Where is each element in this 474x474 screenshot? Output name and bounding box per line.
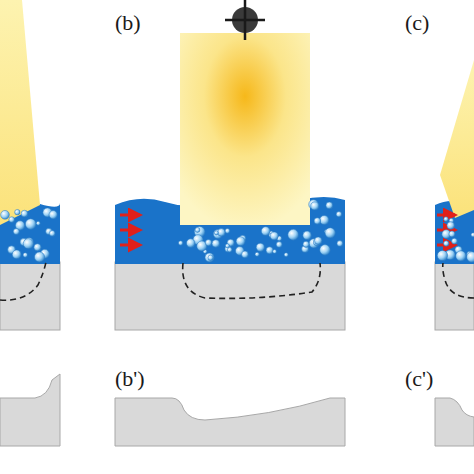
panel-a — [0, 0, 60, 330]
panel-label: (c') — [405, 368, 433, 390]
bubble — [256, 243, 264, 251]
bubble — [12, 250, 21, 259]
substrate — [115, 262, 345, 330]
bubble — [195, 228, 200, 233]
bubble — [218, 229, 226, 237]
bubble — [186, 239, 195, 248]
bubble — [447, 222, 455, 230]
bubble — [212, 240, 220, 248]
bubble — [255, 252, 259, 256]
bubble — [23, 239, 33, 249]
bubble — [25, 219, 36, 230]
crater-profile — [0, 374, 60, 446]
bubble — [336, 211, 342, 217]
bubble — [337, 241, 343, 247]
bubble — [320, 245, 331, 256]
panel-label: (b') — [115, 368, 145, 390]
bubble — [467, 252, 474, 262]
bubble — [205, 253, 214, 262]
bubble — [320, 215, 329, 224]
bubble — [9, 217, 15, 223]
bubble — [266, 247, 273, 254]
bubble — [227, 247, 232, 252]
bubble — [236, 237, 245, 246]
bubble — [270, 232, 278, 240]
bubble — [311, 202, 319, 210]
bubble — [261, 227, 270, 236]
bubble — [23, 253, 28, 258]
bubble — [325, 228, 335, 238]
bubble — [303, 241, 309, 247]
dashed-zone — [0, 262, 46, 300]
bubble — [471, 233, 474, 237]
bubble — [452, 238, 458, 244]
bubble — [303, 231, 312, 240]
bubble — [444, 217, 449, 222]
bubble — [15, 209, 20, 214]
bubble — [178, 241, 183, 246]
panel-b — [115, 0, 345, 330]
panel-label: (c) — [405, 12, 429, 34]
crater-profile — [435, 398, 474, 446]
bubble — [276, 242, 282, 248]
bubble — [444, 241, 449, 246]
bubble — [34, 244, 41, 251]
bubble — [21, 210, 28, 217]
bubble — [49, 230, 55, 236]
bubble — [288, 229, 299, 240]
crosshair-symbol — [225, 0, 265, 40]
bubble — [225, 229, 230, 234]
bubble — [36, 221, 40, 225]
bubble — [225, 244, 229, 248]
bubble — [13, 229, 19, 235]
bubble — [314, 218, 321, 225]
panel-c — [435, 60, 474, 330]
panel-label: (b) — [115, 12, 141, 34]
bubble — [326, 202, 333, 209]
substrate — [0, 262, 60, 330]
bubble — [449, 231, 455, 237]
bubble — [208, 255, 213, 260]
bubble — [314, 237, 322, 245]
bubble — [1, 210, 10, 219]
laser-beam — [180, 33, 310, 225]
laser-beam — [440, 60, 474, 218]
crater-profile — [115, 398, 345, 446]
bubble — [49, 211, 57, 219]
bubble — [437, 250, 447, 260]
bubble — [284, 253, 288, 257]
dashed-zone — [443, 263, 474, 298]
bubble — [309, 200, 319, 210]
bubble — [205, 239, 211, 245]
bubble — [214, 231, 218, 235]
bubbles — [1, 200, 474, 263]
bubble — [456, 251, 466, 261]
substrate — [435, 262, 474, 330]
dashed-zone — [183, 263, 321, 298]
flow-arrows — [120, 215, 140, 245]
bubble — [242, 251, 249, 258]
laser-beam — [0, 0, 40, 225]
bubble — [273, 250, 277, 254]
bubble — [34, 252, 44, 262]
